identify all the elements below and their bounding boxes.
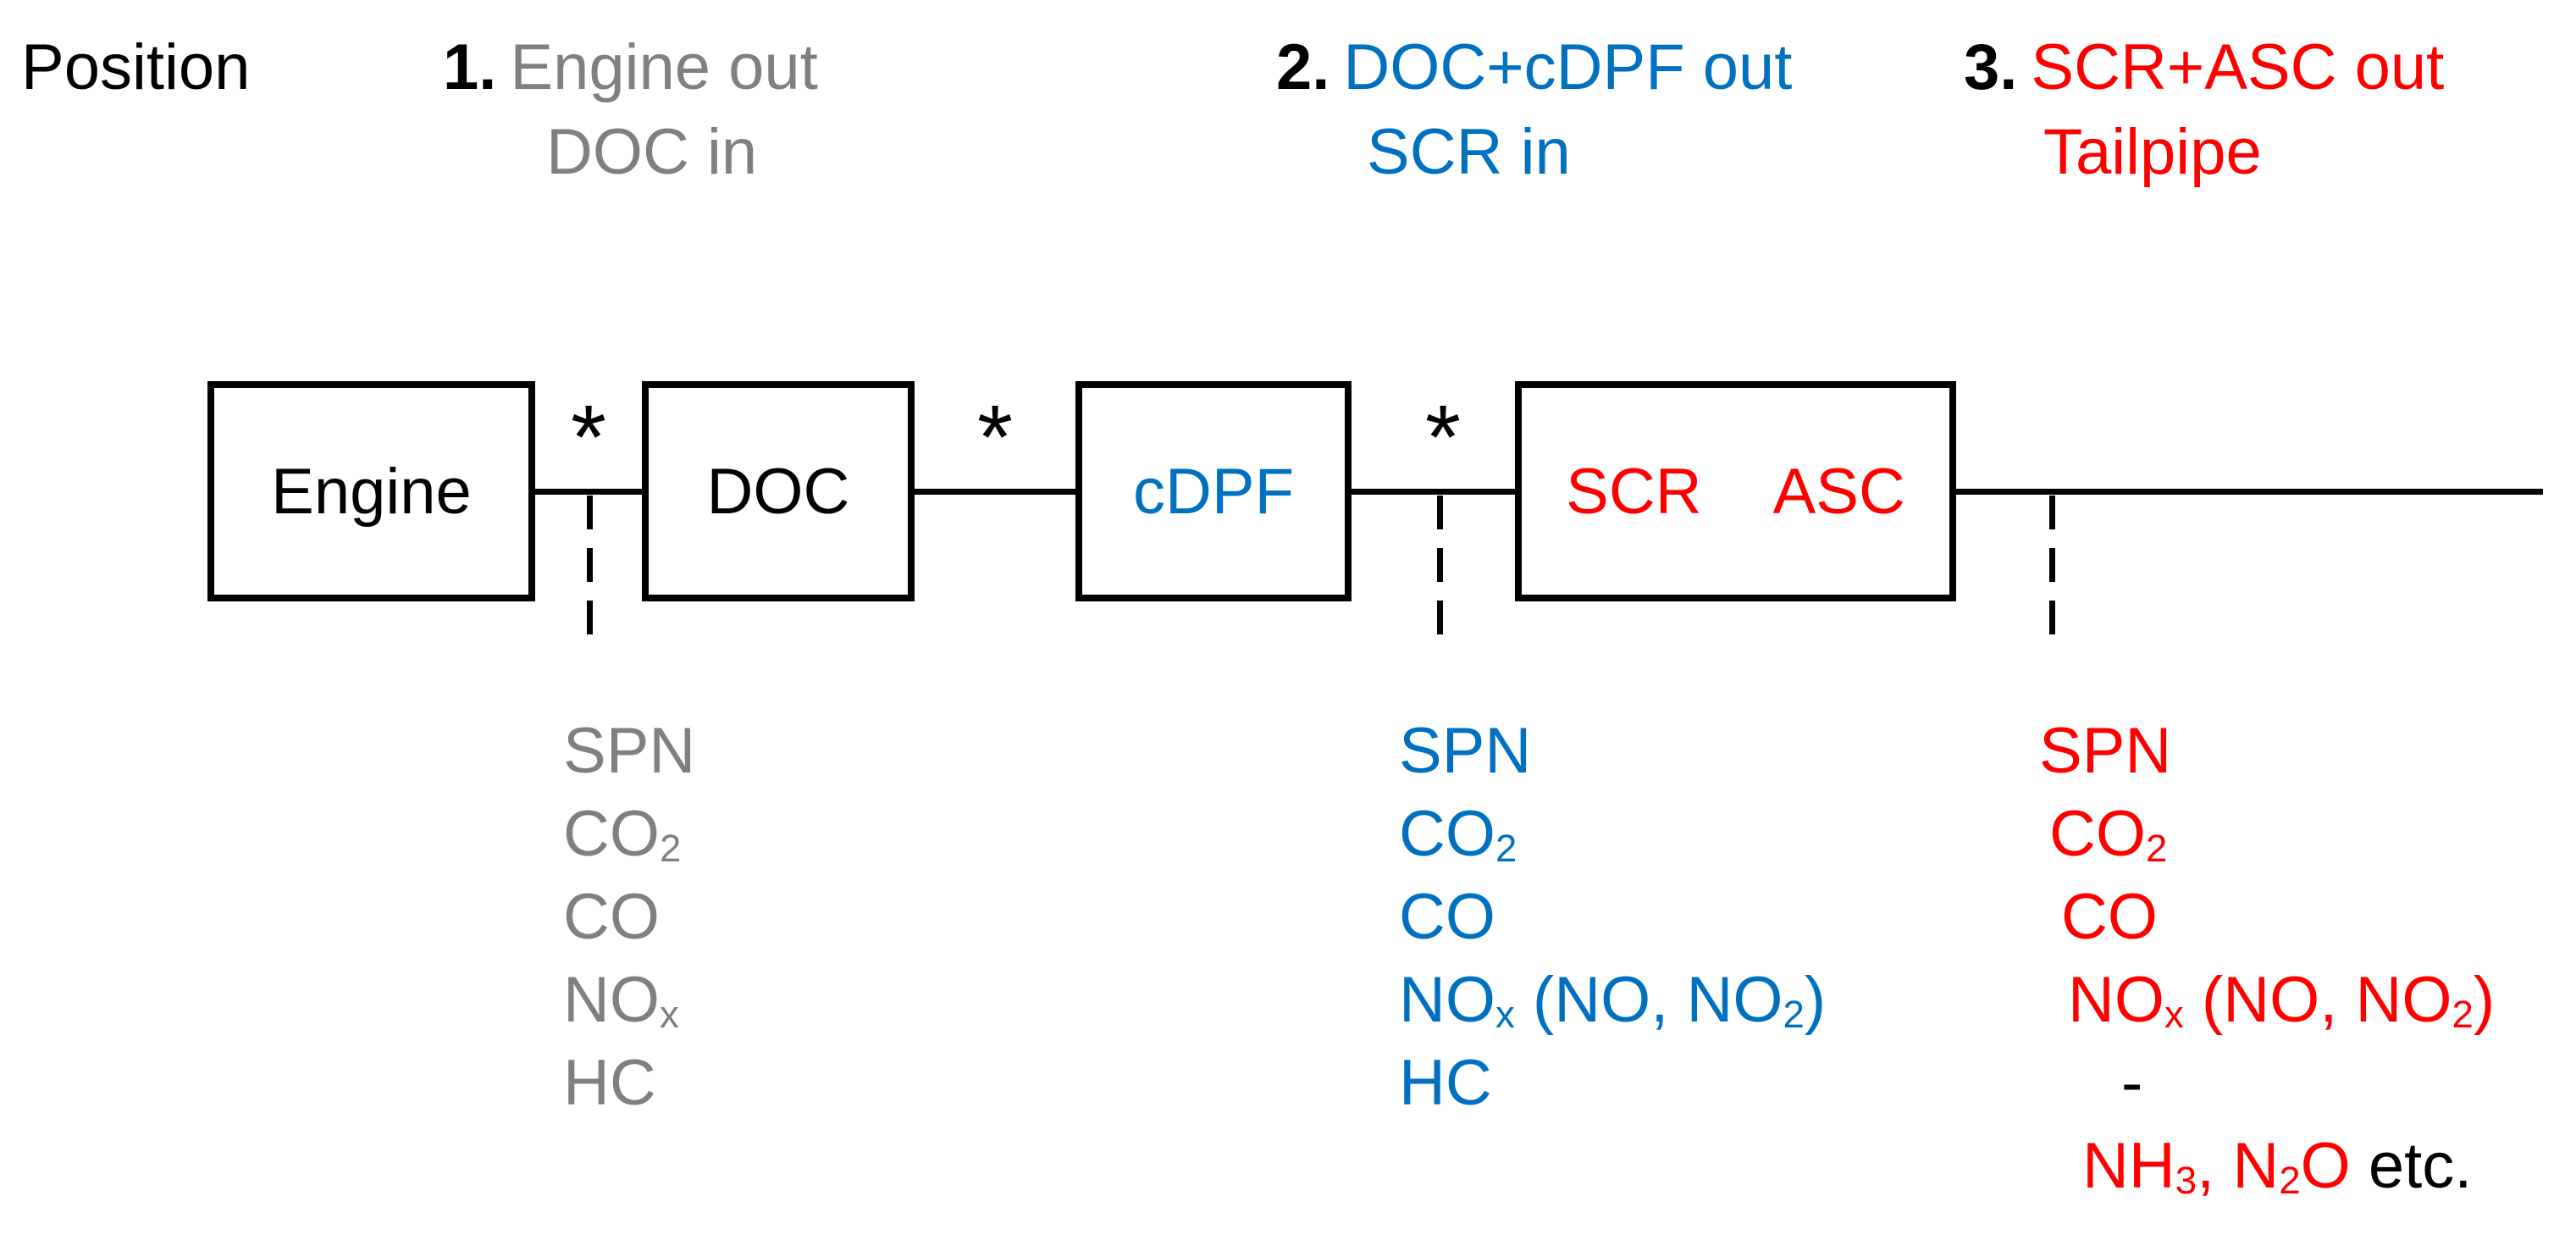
- species-item-secondary-emissions: NH3, N2O etc.: [2039, 1125, 2495, 1208]
- scr-asc-box: SCR ASC: [1515, 381, 1956, 601]
- position-3-header: 3.SCR+ASC out Tailpipe: [1964, 25, 2444, 195]
- position-2-title: DOC+cDPF out: [1343, 31, 1793, 103]
- sampling-asterisk-2: *: [976, 385, 1014, 488]
- pipe-engine-doc: [535, 489, 642, 495]
- engine-box: Engine: [207, 381, 535, 601]
- secondary-emissions-red-part: NH3, N2O: [2082, 1130, 2351, 1202]
- position-3-number: 3.: [1964, 31, 2018, 103]
- pipe-doc-cdpf: [915, 489, 1075, 495]
- position-1-line1: 1.Engine out: [443, 25, 818, 110]
- sampling-asterisk-1: *: [570, 385, 607, 488]
- species-item: HC: [563, 1047, 656, 1119]
- species-item: SPN: [563, 715, 696, 787]
- pipe-cdpf-scr: [1352, 489, 1515, 495]
- position-2-subtitle: SCR in: [1367, 116, 1571, 188]
- species-item: CO2: [2049, 798, 2168, 870]
- position-2-number: 2.: [1276, 31, 1330, 103]
- cdpf-box-label: cDPF: [1133, 455, 1294, 528]
- species-item: SPN: [2039, 715, 2172, 787]
- species-item: NOx (NO, NO2): [1399, 964, 1827, 1036]
- position-3-subtitle: Tailpipe: [2043, 116, 2262, 188]
- species-item: CO: [1399, 881, 1495, 953]
- species-item: CO: [563, 881, 660, 953]
- species-list-position-1: SPN CO2 CO NOx HC: [563, 710, 695, 1125]
- cdpf-box: cDPF: [1075, 381, 1352, 601]
- position-2-line1: 2.DOC+cDPF out: [1276, 25, 1792, 110]
- sampling-line-2: [1437, 496, 1443, 636]
- sampling-line-3: [2049, 496, 2055, 636]
- species-item: CO: [2061, 881, 2158, 953]
- doc-box: DOC: [642, 381, 915, 601]
- sampling-line-1: [587, 496, 593, 636]
- position-1-subtitle: DOC in: [546, 116, 758, 188]
- doc-box-label: DOC: [706, 455, 850, 528]
- asc-box-label: ASC: [1772, 455, 1905, 528]
- species-list-position-2: SPN CO2 CO NOx (NO, NO2) HC: [1399, 710, 1826, 1125]
- species-item: CO2: [1399, 798, 1517, 870]
- species-item: SPN: [1399, 715, 1532, 787]
- scr-box-label: SCR: [1566, 455, 1702, 528]
- pipe-tailpipe: [1956, 489, 2543, 495]
- position-1-number: 1.: [443, 31, 497, 103]
- species-item: NOx: [563, 964, 679, 1036]
- engine-box-label: Engine: [271, 455, 472, 528]
- species-item: NOx (NO, NO2): [2068, 964, 2496, 1036]
- species-list-position-3: SPN CO2 CO NOx (NO, NO2) - NH3, N2O etc.: [2039, 710, 2495, 1208]
- species-item: HC: [1399, 1047, 1492, 1119]
- position-1-title: Engine out: [510, 31, 818, 103]
- position-3-line1: 3.SCR+ASC out: [1964, 25, 2444, 110]
- species-item-none-dash: -: [2121, 1047, 2143, 1119]
- secondary-emissions-etc: etc.: [2350, 1130, 2473, 1202]
- sampling-asterisk-3: *: [1424, 385, 1462, 488]
- species-item: CO2: [563, 798, 682, 870]
- position-label: Position: [21, 31, 251, 103]
- position-2-header: 2.DOC+cDPF out SCR in: [1276, 25, 1792, 195]
- position-3-title: SCR+ASC out: [2031, 31, 2445, 103]
- position-1-header: 1.Engine out DOC in: [443, 25, 818, 195]
